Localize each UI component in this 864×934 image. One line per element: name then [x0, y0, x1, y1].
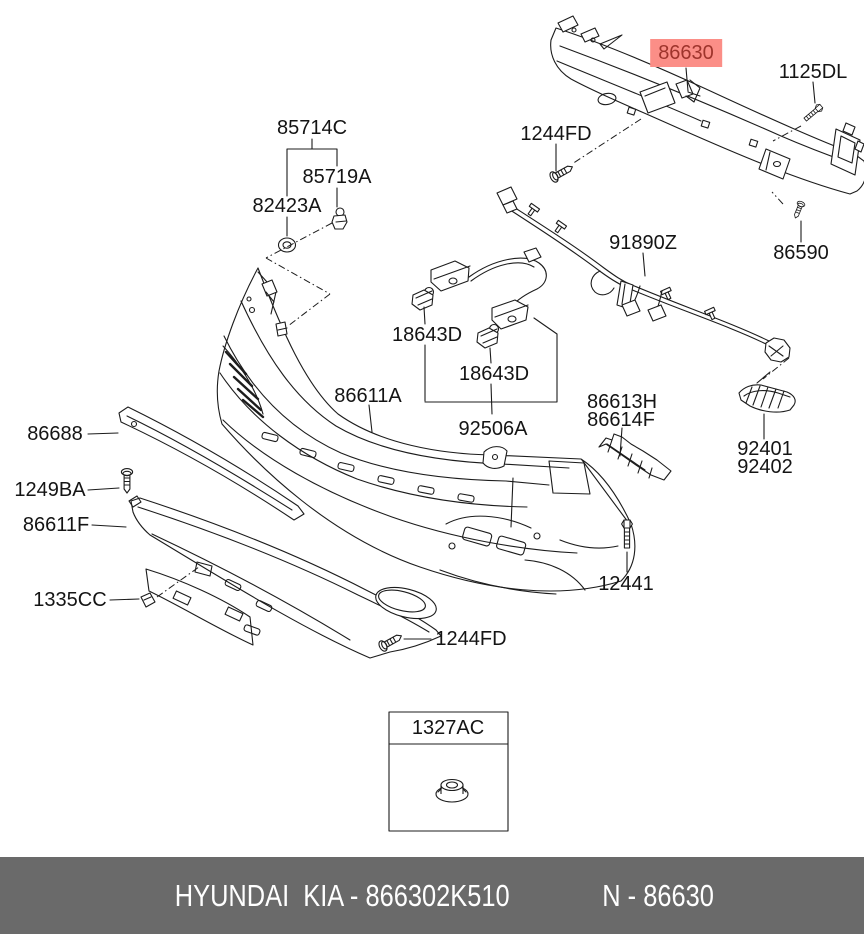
part-label-85714C[interactable]: 85714C	[276, 117, 348, 139]
part-label-86688[interactable]: 86688	[27, 423, 83, 445]
reinforcement-beam-art	[550, 15, 864, 205]
part-label-1335CC[interactable]: 1335CC	[33, 589, 107, 611]
side-bracket-art	[598, 427, 672, 481]
bolt-12441-art	[621, 519, 633, 573]
part-label-92402[interactable]: 92402	[737, 456, 793, 478]
part-label-86613H[interactable]: 86613H	[586, 391, 658, 413]
part-label-18643D-left[interactable]: 18643D	[391, 324, 463, 346]
part-label-1244FD-top[interactable]: 1244FD	[520, 123, 592, 145]
part-label-85719A[interactable]: 85719A	[302, 166, 372, 188]
part-label-92506A[interactable]: 92506A	[458, 418, 528, 440]
inset-box-art	[388, 711, 509, 832]
footer-bar: HYUNDAI KIA - 866302K510 N - 86630	[0, 857, 864, 934]
part-label-12441[interactable]: 12441	[598, 573, 654, 595]
part-label-92401[interactable]: 92401	[737, 438, 793, 460]
clip-grommet-art	[265, 138, 348, 327]
footer-part-text: N - 86630	[602, 877, 715, 913]
beam-fasteners-art	[547, 81, 825, 243]
wiring-harness-art	[496, 186, 791, 380]
part-label-1249BA[interactable]: 1249BA	[14, 479, 86, 501]
reflector-art	[738, 371, 796, 440]
part-label-82423A[interactable]: 82423A	[252, 195, 322, 217]
bumper-cover-art	[216, 267, 636, 595]
part-label-86611A[interactable]: 86611A	[334, 385, 402, 407]
footer-brand-text: HYUNDAI KIA - 866302K510	[174, 877, 510, 913]
lower-valance-art	[87, 468, 442, 659]
part-label-91890Z[interactable]: 91890Z	[609, 232, 677, 254]
part-label-18643D-right[interactable]: 18643D	[458, 363, 530, 385]
part-label-1244FD-bottom[interactable]: 1244FD	[435, 628, 507, 650]
license-lamp-assembly-art	[411, 247, 558, 415]
part-label-86590[interactable]: 86590	[773, 242, 829, 264]
part-label-86611F[interactable]: 86611F	[22, 514, 90, 536]
part-label-1327AC[interactable]: 1327AC	[411, 717, 485, 739]
part-label-86614F[interactable]: 86614F	[587, 409, 655, 431]
part-label-86630-highlighted[interactable]: 86630	[650, 39, 722, 67]
part-label-1125DL[interactable]: 1125DL	[778, 61, 848, 83]
trim-strip-art	[87, 406, 305, 521]
